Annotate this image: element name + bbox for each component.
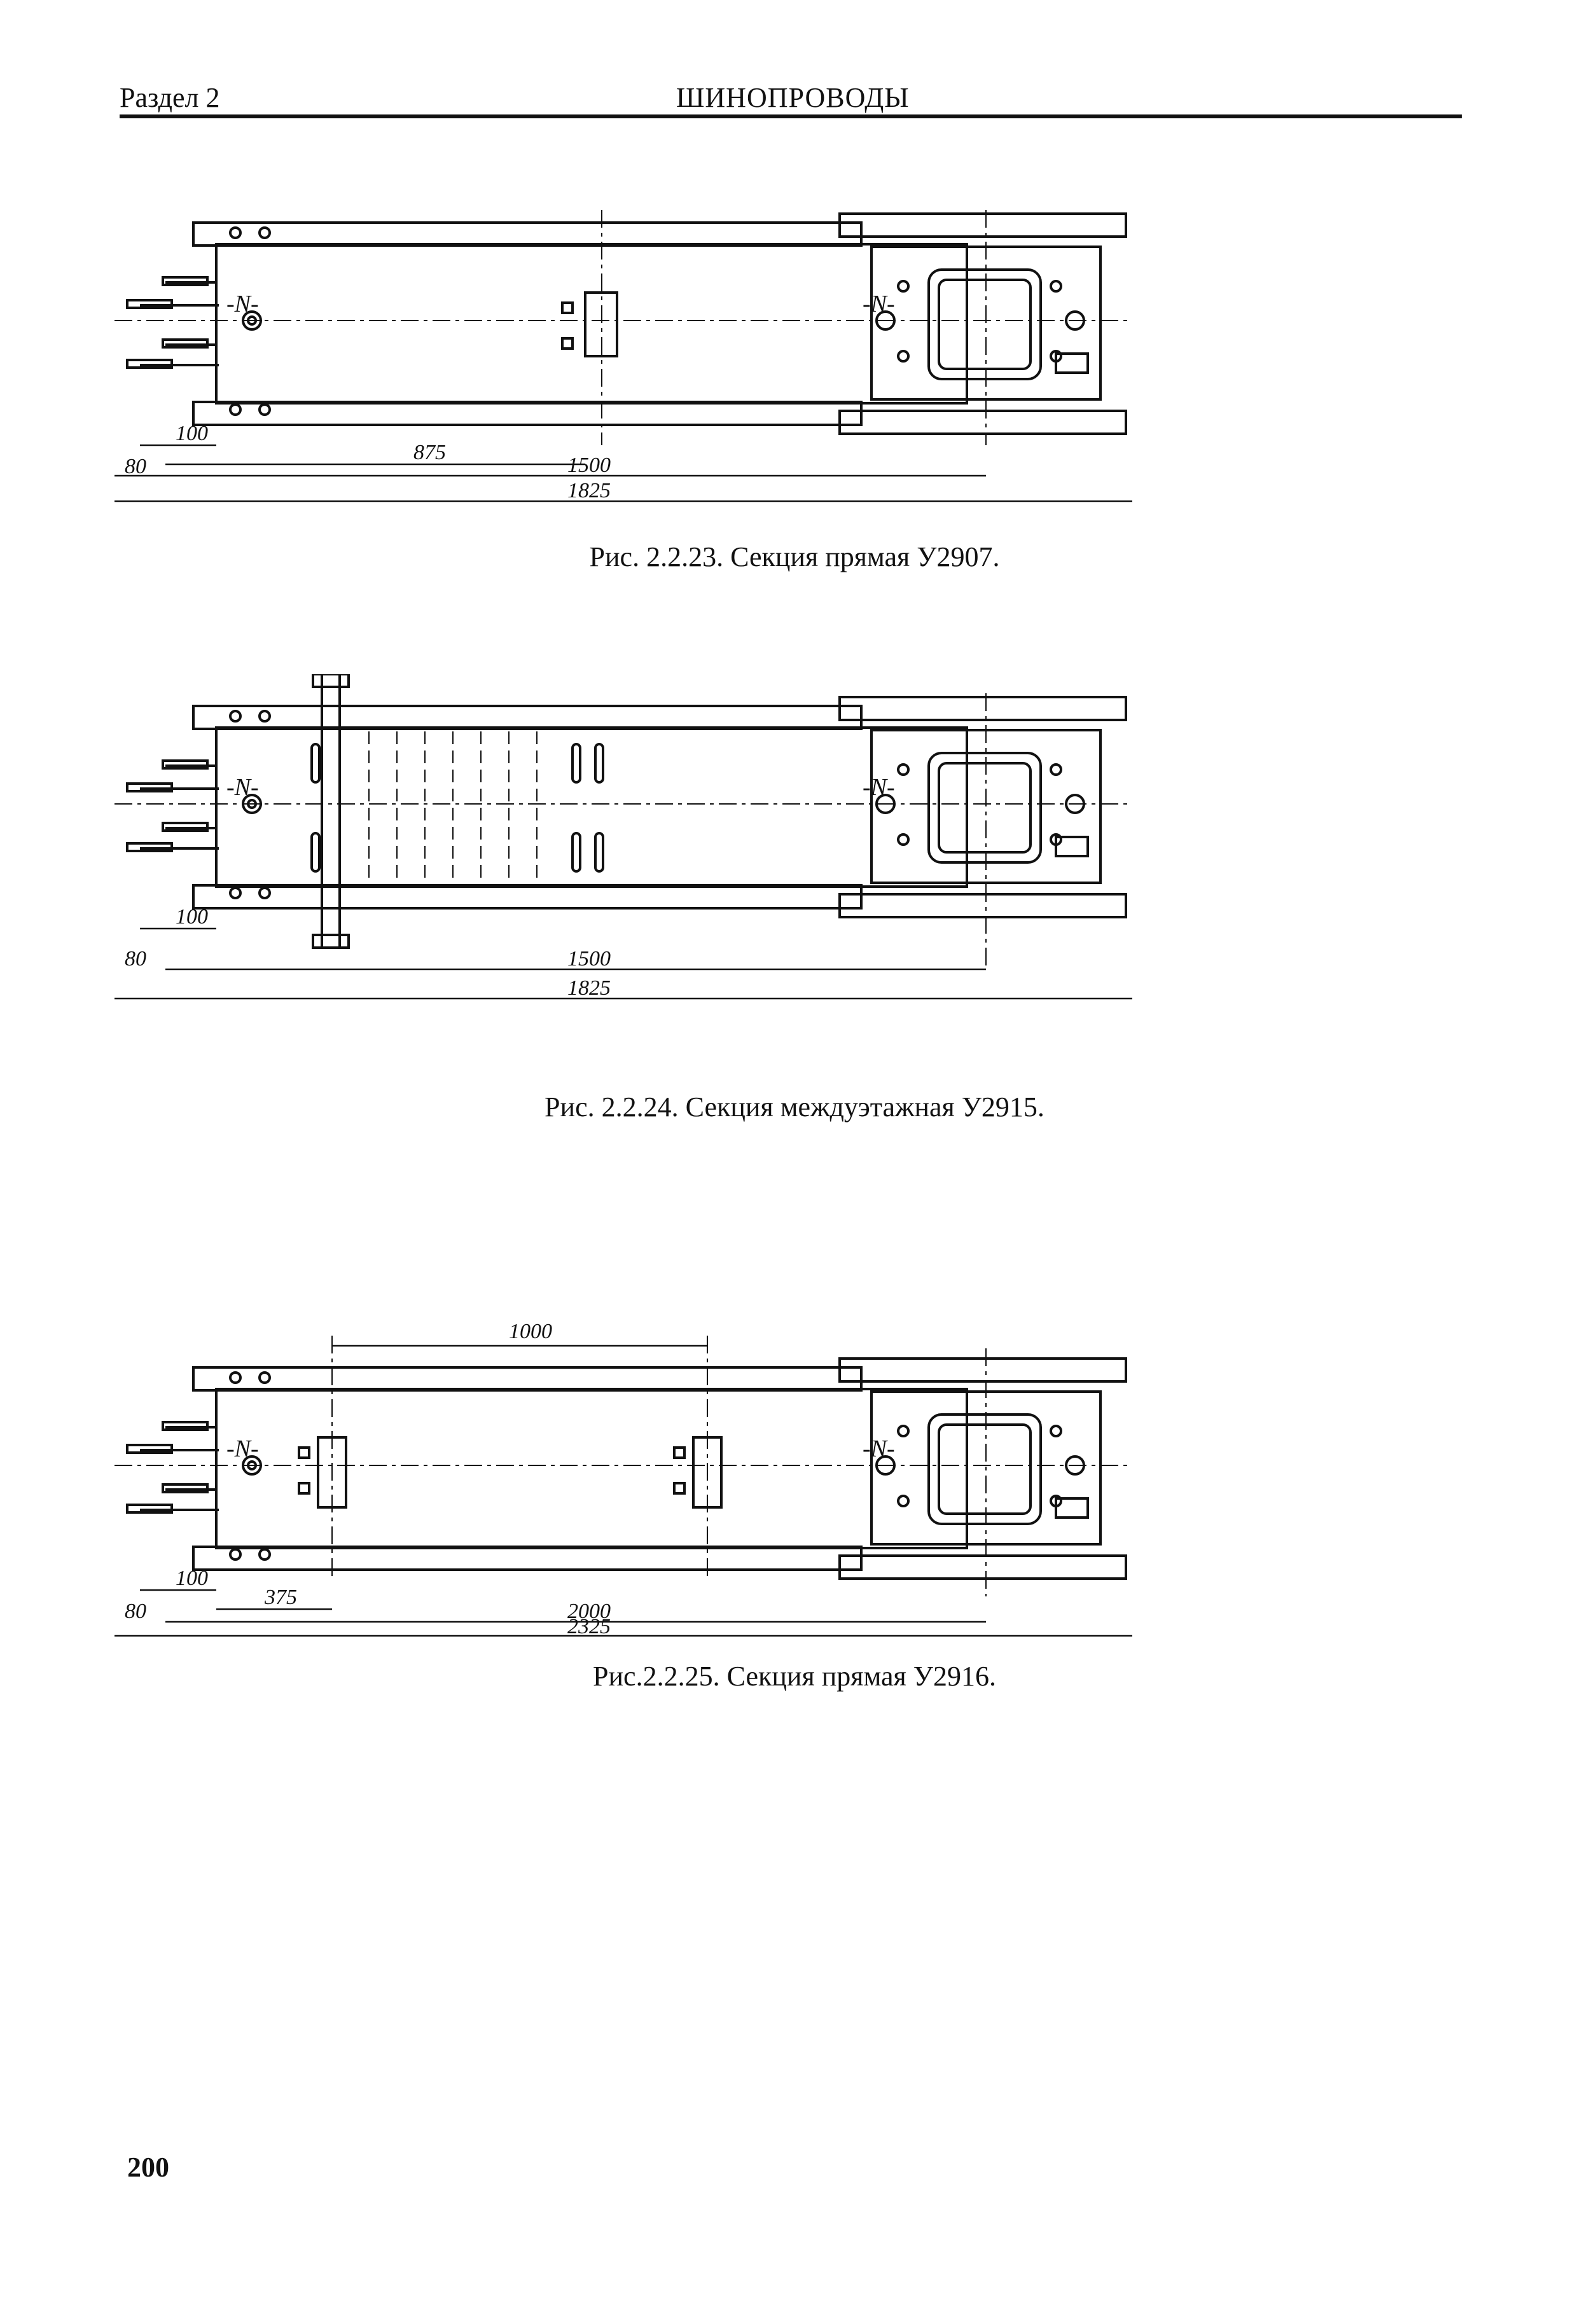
chapter-title: ШИНОПРОВОДЫ [676,82,910,113]
figure-1-neutral-right: -N- [863,291,895,317]
figure-1-neutral-left: -N- [226,291,259,317]
figure-2-svg: -N- -N- 100 80 1500 1825 [114,674,1132,1000]
figure-3-drawing: 1000 -N- -N- 100 375 80 2000 2325 [114,1310,1463,1641]
figure-3-dim-100: 100 [176,1567,208,1590]
page-header: Раздел 2 ШИНОПРОВОДЫ [120,75,1462,121]
figure-1-caption: Рис. 2.2.23. Секция прямая У2907. [589,541,1000,572]
figure-1-drawing: -N- -N- 100 875 80 1500 1825 [114,191,1463,522]
figure-3-neutral-left: -N- [226,1435,259,1462]
figure-1-dim-80: 80 [125,455,146,478]
header-rule [120,114,1462,118]
figure-1-dim-1825: 1825 [567,479,611,502]
figure-2-dim-80: 80 [125,947,146,971]
figure-1-dim-1500: 1500 [567,453,611,477]
figure-3-dim-2000: 2000 [567,1600,611,1623]
figure-3-dim-375: 375 [264,1586,297,1609]
figure-2-caption: Рис. 2.2.24. Секция междуэтажная У2915. [545,1091,1044,1123]
page-number: 200 [127,2152,169,2183]
figure-3-neutral-right: -N- [863,1435,895,1462]
section-label: Раздел 2 [120,82,220,113]
figure-3-caption: Рис.2.2.25. Секция прямая У2916. [593,1661,996,1692]
figure-3-dim-80: 80 [125,1600,146,1623]
figure-2-dim-1500: 1500 [567,947,611,971]
figure-1-dim-875: 875 [413,441,446,464]
figure-1-svg: -N- -N- 100 875 80 1500 1825 [114,210,1132,502]
figure-3-svg: 1000 -N- -N- 100 375 80 2000 2325 [114,1320,1132,1638]
figure-2-neutral-left: -N- [226,774,259,801]
figure-2-dim-1825: 1825 [567,976,611,1000]
figure-1-dim-100: 100 [176,422,208,445]
figure-3-dim-1000: 1000 [509,1320,552,1343]
figure-2-drawing: -N- -N- 100 80 1500 1825 [114,674,1463,1030]
figure-2-neutral-right: -N- [863,774,895,801]
figure-3-dim-2325: 2325 [567,1615,611,1638]
figure-2-dim-100: 100 [176,905,208,929]
